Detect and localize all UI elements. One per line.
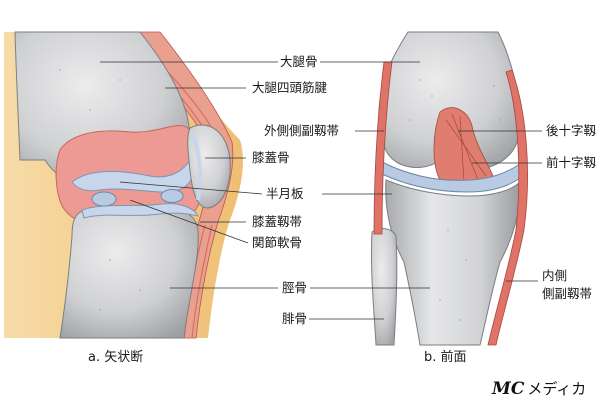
label-posterior-cruciate-ligament: 後十字靱 (544, 123, 599, 139)
fibula-anterior (370, 228, 398, 346)
sagittal-section (0, 31, 243, 339)
label-medial-collateral-1: 内側 (540, 268, 570, 284)
logo-mark: MC (492, 379, 525, 399)
tibia-cartilage (81, 203, 199, 219)
meniscus-anterior (160, 189, 184, 203)
caption-anterior: b. 前面 (424, 350, 467, 365)
label-fibula: 腓骨 (280, 311, 310, 327)
label-anterior-cruciate-ligament: 前十字靱 (544, 155, 599, 171)
label-lateral-collateral-ligament: 外側側副靱帯 (262, 123, 342, 139)
lateral-collateral-ligament (373, 61, 393, 235)
tibia-anterior (385, 179, 521, 346)
label-meniscus: 半月板 (264, 186, 306, 202)
medial-collateral-ligament (487, 69, 528, 346)
leader-lines (100, 61, 542, 320)
label-articular-cartilage: 関節軟骨 (250, 235, 305, 251)
label-quadriceps-tendon: 大腿四頭筋腱 (250, 80, 330, 96)
label-patellar-ligament: 膝蓋靱帯 (250, 214, 305, 230)
label-femur: 大腿骨 (278, 54, 320, 70)
anterior-view (59, 31, 528, 346)
label-tibia: 脛骨 (280, 280, 310, 296)
tibia-bone-sagittal (59, 207, 199, 339)
label-medial-collateral-2: 側副靱帯 (540, 286, 595, 302)
meniscus-posterior (91, 191, 117, 207)
caption-sagittal: a. 矢状断 (88, 350, 144, 365)
logo-text: メディカ (527, 380, 587, 398)
label-patella: 膝蓋骨 (250, 150, 292, 166)
